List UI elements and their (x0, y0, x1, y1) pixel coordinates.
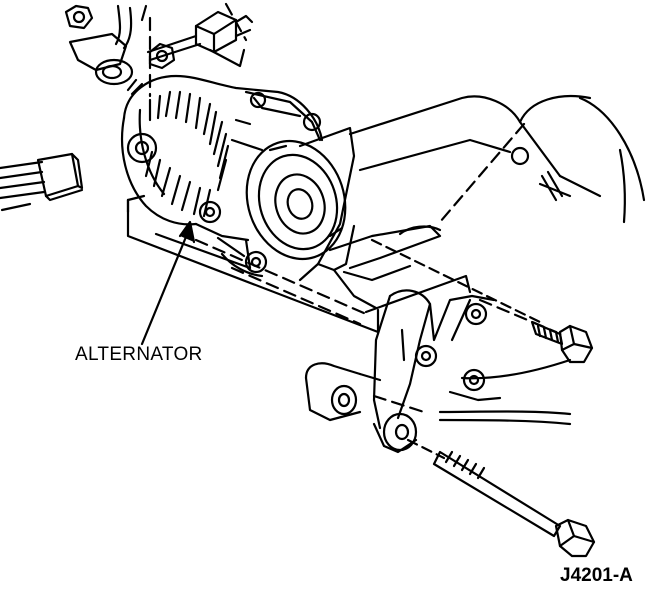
engine-block-outline (438, 96, 646, 426)
assembly-reference-lines (126, 2, 558, 414)
connector-plug (0, 152, 84, 212)
lower-bracket (304, 289, 502, 454)
alternator-leader-arrow (140, 220, 196, 346)
wiring-harness-terminal (64, 4, 254, 96)
figure-id-label: J4201-A (560, 565, 633, 586)
alternator-callout-label: ALTERNATOR (75, 344, 203, 365)
mounting-bracket (126, 94, 602, 334)
pivot-bolt (406, 438, 596, 558)
alternator-pulley (245, 139, 347, 261)
